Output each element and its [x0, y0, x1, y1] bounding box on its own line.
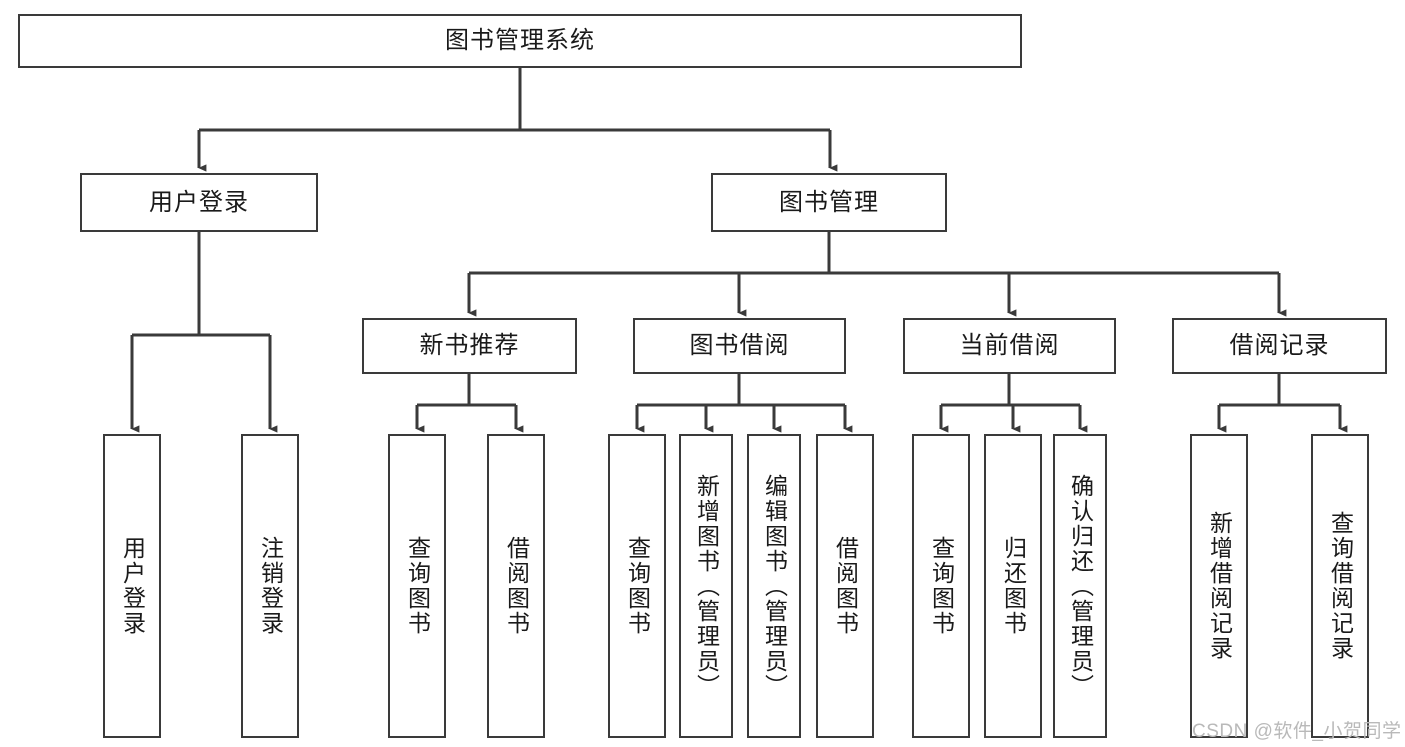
node-leaf-add-book-admin[interactable]: 新增图书（管理员） — [679, 434, 733, 738]
node-leaf-query-book-3-label: 查询图书 — [928, 536, 955, 636]
node-root-label: 图书管理系统 — [445, 27, 595, 54]
node-borrow-record[interactable]: 借阅记录 — [1172, 318, 1387, 374]
node-book-manage-label: 图书管理 — [779, 188, 879, 216]
node-leaf-edit-book-admin-label: 编辑图书（管理员） — [761, 473, 788, 699]
node-leaf-query-book-1[interactable]: 查询图书 — [388, 434, 446, 738]
node-book-borrow[interactable]: 图书借阅 — [633, 318, 846, 374]
node-user-login[interactable]: 用户登录 — [80, 173, 318, 232]
node-leaf-borrow-book-2-label: 借阅图书 — [832, 536, 859, 636]
node-leaf-query-borrow-record-label: 查询借阅记录 — [1327, 511, 1354, 661]
node-new-book-rec[interactable]: 新书推荐 — [362, 318, 577, 374]
node-leaf-query-book-2[interactable]: 查询图书 — [608, 434, 666, 738]
node-current-borrow[interactable]: 当前借阅 — [903, 318, 1116, 374]
node-root[interactable]: 图书管理系统 — [18, 14, 1022, 68]
csdn-watermark: CSDN @软件_小贺同学 — [1192, 721, 1402, 742]
node-leaf-add-borrow-record-label: 新增借阅记录 — [1206, 511, 1233, 661]
node-leaf-confirm-return-admin[interactable]: 确认归还（管理员） — [1053, 434, 1107, 738]
node-user-login-label: 用户登录 — [149, 188, 249, 216]
node-current-borrow-label: 当前借阅 — [959, 332, 1060, 359]
node-new-book-rec-label: 新书推荐 — [419, 332, 520, 359]
node-leaf-borrow-book-2[interactable]: 借阅图书 — [816, 434, 874, 738]
node-leaf-user-logout-label: 注销登录 — [257, 536, 284, 636]
node-leaf-add-borrow-record[interactable]: 新增借阅记录 — [1190, 434, 1248, 738]
node-leaf-edit-book-admin[interactable]: 编辑图书（管理员） — [747, 434, 801, 738]
node-leaf-borrow-book-1[interactable]: 借阅图书 — [487, 434, 545, 738]
node-leaf-query-book-1-label: 查询图书 — [404, 536, 431, 636]
node-leaf-return-book-label: 归还图书 — [1000, 536, 1027, 636]
node-leaf-user-login[interactable]: 用户登录 — [103, 434, 161, 738]
node-leaf-confirm-return-admin-label: 确认归还（管理员） — [1067, 473, 1094, 699]
node-leaf-user-login-label: 用户登录 — [119, 536, 146, 636]
node-borrow-record-label: 借阅记录 — [1229, 332, 1330, 359]
node-leaf-return-book[interactable]: 归还图书 — [984, 434, 1042, 738]
node-book-borrow-label: 图书借阅 — [689, 332, 790, 359]
node-leaf-add-book-admin-label: 新增图书（管理员） — [693, 473, 720, 699]
node-book-manage[interactable]: 图书管理 — [711, 173, 947, 232]
node-leaf-query-book-2-label: 查询图书 — [624, 536, 651, 636]
node-leaf-borrow-book-1-label: 借阅图书 — [503, 536, 530, 636]
node-leaf-query-borrow-record[interactable]: 查询借阅记录 — [1311, 434, 1369, 738]
node-leaf-query-book-3[interactable]: 查询图书 — [912, 434, 970, 738]
node-leaf-user-logout[interactable]: 注销登录 — [241, 434, 299, 738]
